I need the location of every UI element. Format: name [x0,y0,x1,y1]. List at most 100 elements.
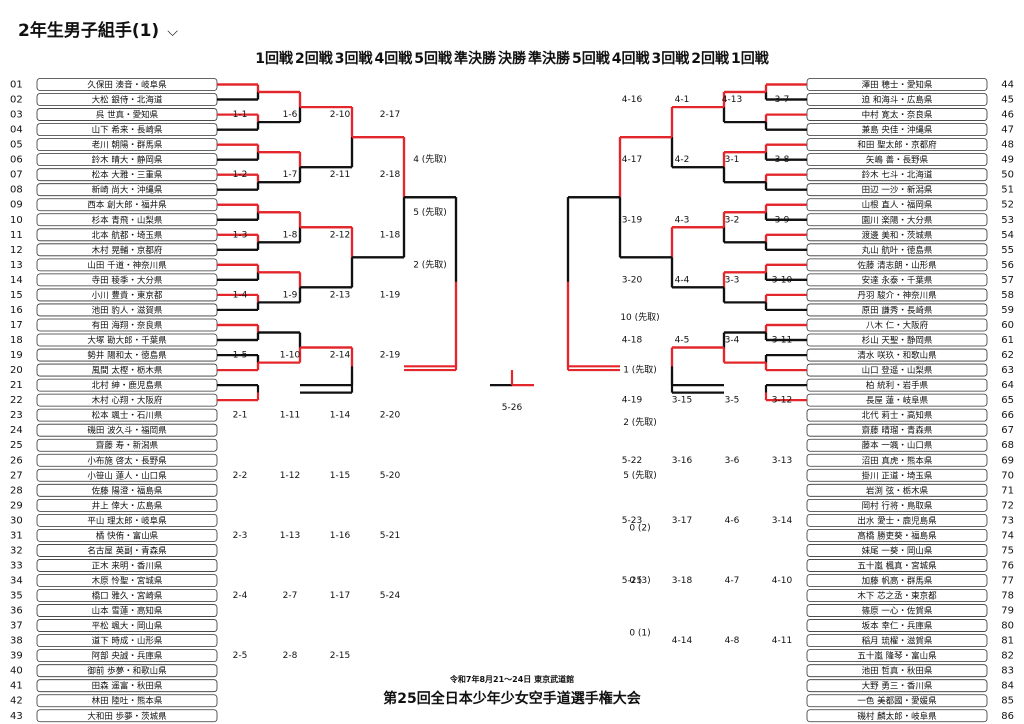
entrant-box[interactable] [36,408,218,422]
entrant-box[interactable] [36,483,218,497]
entrant-number: 27 [10,470,23,481]
round-header: 4回戦 [611,51,650,67]
entrant-box[interactable] [806,498,988,512]
match-label: 3-14 [772,516,793,526]
entrant-box[interactable] [806,679,988,693]
entrant-name: 平松 颯大・岡山県 [92,621,163,632]
match-label: 1-11 [280,411,300,421]
entrant-box[interactable] [806,453,988,467]
entrant-box[interactable] [806,408,988,422]
entrant-box[interactable] [806,649,988,663]
entrant-number: 09 [10,200,23,211]
entrant-box[interactable] [806,544,988,557]
entrant-name: 小笹山 蓮人・山口県 [87,470,167,481]
score-annotation: 10 (先取) [620,311,659,323]
entrant-box[interactable] [36,589,218,602]
round-header: 2回戦 [691,51,729,67]
entrant-name: 五十嵐 楓真・宮城県 [857,560,937,571]
entrant-number: 57 [1001,275,1014,286]
entrant-box[interactable] [806,559,988,572]
entrant-name: 田辺 一沙・新潟県 [862,185,933,196]
entrant-number: 38 [10,636,23,647]
entrant-box[interactable] [36,679,218,693]
entrant-number: 36 [10,606,23,617]
entrant-box[interactable] [806,604,988,617]
entrant-box[interactable] [36,604,218,617]
entrant-name: 阿部 央誠・兵庫県 [92,651,163,662]
entrant-box[interactable] [36,649,218,663]
entrant-box[interactable] [36,453,218,467]
entrant-name: 中村 寛太・奈良県 [862,110,933,121]
match-label: 5-20 [380,471,401,481]
entrant-name: 松本 大雅・三重県 [92,170,163,181]
entrant-name: 清水 咲玖・和歌山県 [857,350,937,361]
entrant-box[interactable] [36,544,218,557]
entrant-box[interactable] [36,498,218,512]
entrant-box[interactable] [806,483,988,497]
match-label: 2-17 [380,110,400,120]
match-label: 2-10 [330,110,351,120]
entrant-box[interactable] [36,559,218,572]
entrant-name: 齋藤 寿・新潟県 [96,440,159,451]
entrant-number: 37 [10,621,23,632]
entrant-box[interactable] [36,438,218,452]
entrant-name: 沼田 真虎・熊本県 [862,455,933,466]
entrant-box[interactable] [36,468,218,482]
match-label: 3-4 [725,336,740,346]
entrant-name: 八木 仁・大阪府 [866,320,929,331]
match-label: 1-14 [330,411,351,421]
entrant-number: 61 [1001,335,1014,346]
entrant-number: 45 [1001,95,1014,106]
entrant-box[interactable] [806,634,988,648]
entrant-name: 山根 直人・福岡県 [862,200,933,211]
entrant-number: 49 [1001,155,1014,166]
entrant-box[interactable] [806,664,988,678]
entrant-box[interactable] [806,694,988,708]
entrant-box[interactable] [806,574,988,587]
entrant-name: 齋藤 晴瑠・青森県 [862,425,933,436]
match-label: 1-2 [233,170,248,180]
entrant-box[interactable] [36,529,218,542]
entrant-box[interactable] [806,589,988,602]
tournament-title: 第25回全日本少年少女空手道選手権大会 [383,691,641,707]
entrant-name: 大松 銀侍・北海道 [92,95,163,106]
entrant-box[interactable] [806,438,988,452]
entrant-number: 82 [1001,651,1014,662]
match-label: 1-6 [283,110,298,120]
bracket-selector[interactable]: 2年生男子組手(1)⌵ [18,16,178,41]
match-label: 3-7 [775,95,790,105]
entrant-box[interactable] [806,423,988,437]
entrant-number: 29 [10,500,23,511]
entrant-box[interactable] [806,529,988,542]
match-label: 2-18 [380,170,401,180]
entrant-box[interactable] [36,694,218,708]
entrant-name: 安達 永泰・千葉県 [862,275,933,286]
entrant-number: 48 [1001,140,1014,151]
entrant-number: 11 [10,230,23,241]
entrant-number: 71 [1001,485,1014,496]
entrant-box[interactable] [806,619,988,632]
entrant-box[interactable] [36,664,218,678]
entrant-box[interactable] [806,709,988,723]
match-label: 3-11 [772,336,792,346]
entrant-name: 和田 聖太郎・京都府 [857,140,937,151]
entrant-number: 16 [10,305,23,316]
entrant-name: 木下 芯之丞・東京都 [857,591,937,602]
entrant-box[interactable] [36,634,218,648]
entrant-box[interactable] [36,423,218,437]
entrant-box[interactable] [36,619,218,632]
entrant-number: 24 [10,425,23,436]
entrant-box[interactable] [36,709,218,723]
entrant-box[interactable] [36,574,218,587]
entrant-number: 17 [10,320,23,331]
entrant-box[interactable] [36,513,218,527]
score-annotation: 0 (2) [629,523,650,533]
entrant-number: 70 [1001,470,1014,481]
entrant-box[interactable] [806,468,988,482]
match-label: 4-8 [725,636,740,646]
round-header: 1回戦 [731,51,769,67]
entrant-number: 01 [10,80,23,91]
entrant-box[interactable] [806,513,988,527]
match-label: 1-8 [283,230,298,240]
entrant-name: 小川 豊貴・東京都 [92,290,163,301]
